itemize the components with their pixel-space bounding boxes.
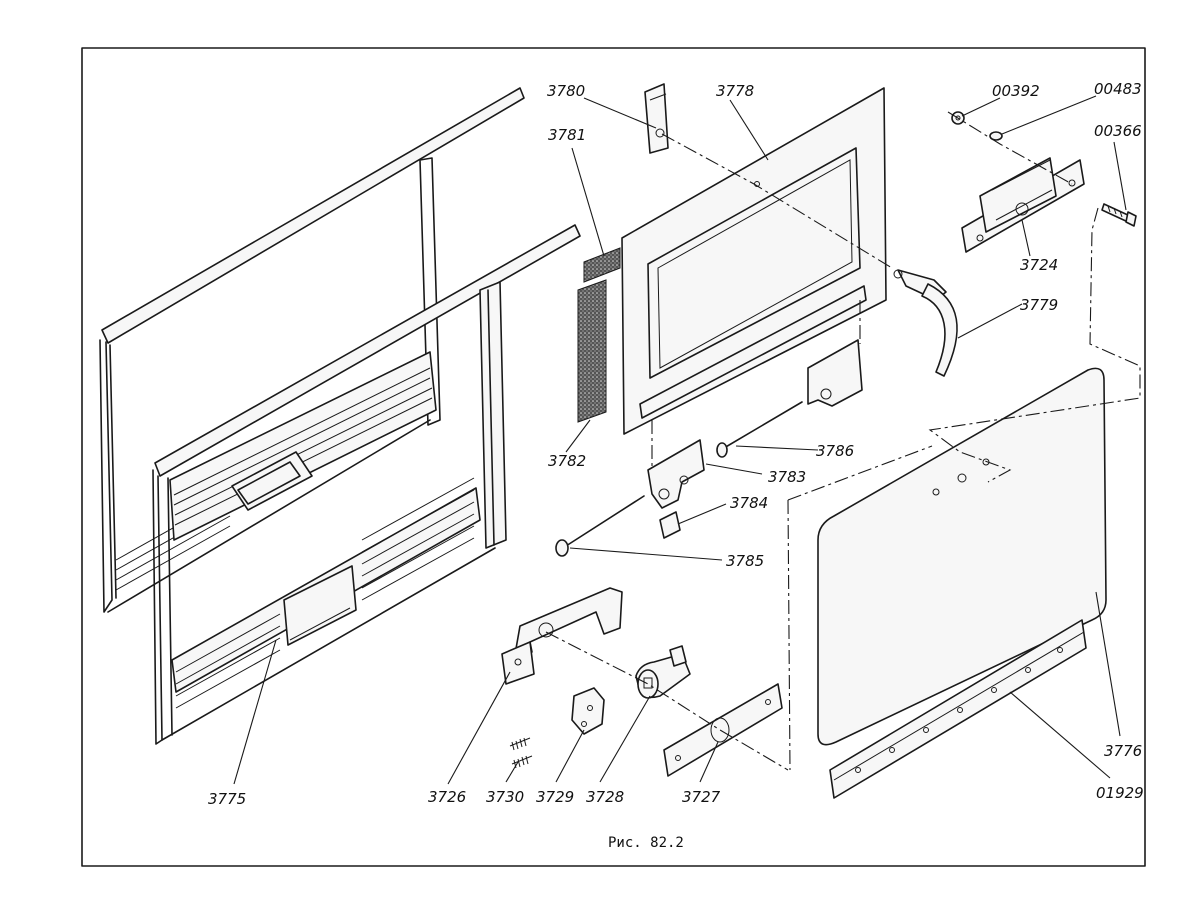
callout-3727: 3727 xyxy=(682,788,721,806)
callout-01929: 01929 xyxy=(1096,784,1144,802)
drawing-border xyxy=(81,47,1146,867)
callout-00392: 00392 xyxy=(992,82,1040,100)
cylinder-3728 xyxy=(635,645,691,699)
callout-3784: 3784 xyxy=(730,494,768,512)
callout-3730: 3730 xyxy=(486,788,524,806)
callout-3781: 3781 xyxy=(548,126,586,144)
callout-3778: 3778 xyxy=(716,82,754,100)
callout-3729: 3729 xyxy=(536,788,574,806)
outer-panel-3776 xyxy=(817,367,1107,746)
callout-3785: 3785 xyxy=(726,552,764,570)
callout-3775: 3775 xyxy=(208,790,246,808)
seals-3781-3782 xyxy=(577,247,621,423)
plate-3727 xyxy=(663,683,783,777)
callout-3783: 3783 xyxy=(768,468,806,486)
callout-3728: 3728 xyxy=(586,788,624,806)
door-frame-3775 xyxy=(99,87,581,745)
figure-caption: Рис. 82.2 xyxy=(608,835,684,851)
inner-panel-3778 xyxy=(621,87,887,435)
bracket-3726 xyxy=(501,587,623,685)
callout-3724: 3724 xyxy=(1020,256,1058,274)
latch-parts xyxy=(555,401,803,557)
callout-3782: 3782 xyxy=(548,452,586,470)
callout-labels: 3780 3778 00392 00483 00366 3781 3724 37… xyxy=(208,80,1144,808)
lock-3724 xyxy=(961,157,1085,253)
callout-3779: 3779 xyxy=(1020,296,1058,314)
hinge-01929 xyxy=(829,619,1087,799)
callout-3776: 3776 xyxy=(1104,742,1142,760)
leader-lines xyxy=(233,95,1127,785)
block-3729-springs-3730 xyxy=(509,687,605,769)
callout-3780: 3780 xyxy=(547,82,585,100)
handle-3779 xyxy=(893,269,958,377)
clip-3780 xyxy=(644,83,669,154)
callout-3786: 3786 xyxy=(816,442,854,460)
callout-00483: 00483 xyxy=(1094,80,1142,98)
callout-3726: 3726 xyxy=(428,788,466,806)
callout-00366: 00366 xyxy=(1094,122,1142,140)
assembly-axes xyxy=(545,111,1141,771)
